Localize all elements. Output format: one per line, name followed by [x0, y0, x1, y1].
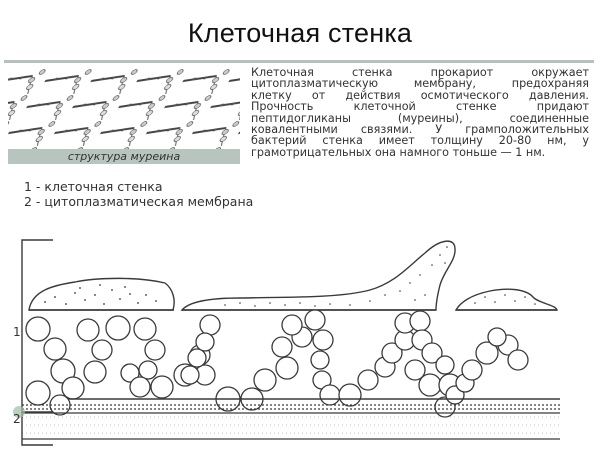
description-text: Клеточная стенка прокариот окружает цито…: [251, 66, 589, 159]
legend-item-membrane: 2 - цитоплазматическая мембрана: [24, 194, 254, 209]
cell-wall-diagram: 1 2: [0, 225, 600, 450]
marker-dot-icon: [13, 406, 25, 418]
cell-wall-drawing: [13, 239, 560, 446]
label-cell-wall: 1: [13, 325, 21, 339]
description-line: грамотрицательных она намного тоньше — 1…: [251, 145, 546, 159]
legend: 1 - клеточная стенка 2 - цитоплазматичес…: [24, 179, 253, 209]
description-line: клетку от действия осмотического давлени…: [251, 88, 589, 102]
slide-title: Клеточная стенка: [187, 18, 413, 48]
description-line: Прочность клеточной стенке придают: [251, 100, 589, 114]
murein-structure-image: [8, 68, 240, 164]
murein-caption: структура муреина: [8, 149, 240, 164]
description-line: Клеточная стенка прокариот окружает: [251, 66, 589, 79]
murein-lattice-icon: [8, 68, 240, 164]
description-line: ковалентными связями. У грамположительны…: [251, 123, 589, 137]
label-membrane: 2: [13, 412, 21, 426]
legend-item-cell-wall: 1 - клеточная стенка: [24, 179, 163, 194]
description-line: бактерий стенка имеет толщину 20-80 нм, …: [251, 134, 589, 148]
description-line: пептидогликаны (муреины), соединенные: [251, 111, 589, 125]
title-divider: [4, 60, 594, 63]
description-line: цитоплазматическую мембрану, предохраняя: [251, 77, 589, 91]
